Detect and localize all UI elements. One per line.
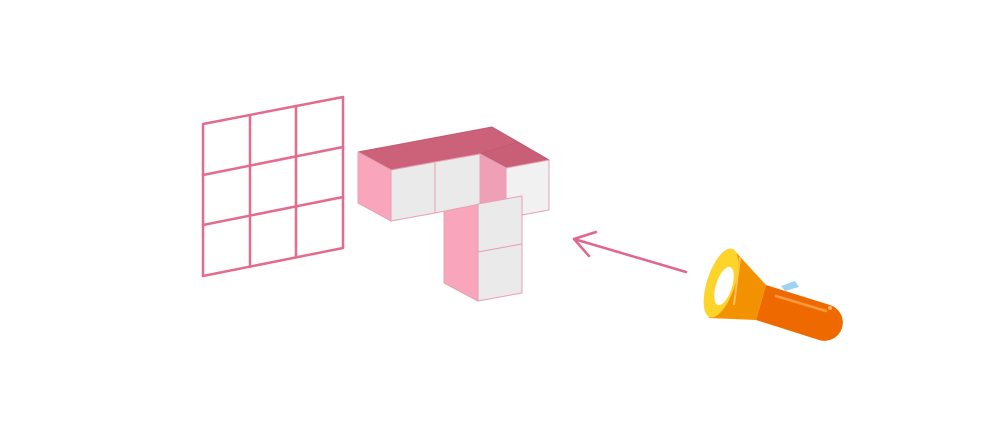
light-direction-arrow: [572, 230, 688, 274]
flashlight-highlight: [774, 294, 828, 313]
solid-left-face-stem: [443, 203, 479, 302]
projection-screen-grid: [201, 95, 345, 278]
flashlight-icon: [703, 248, 843, 341]
arrow-head: [572, 230, 598, 258]
screen-outline: [201, 95, 345, 278]
arrow-shaft: [572, 237, 688, 274]
screen-row-line: [201, 145, 345, 177]
flashlight-switch: [781, 281, 799, 291]
cube-front-face: [390, 161, 436, 222]
flashlight-lens: [714, 266, 734, 306]
cube-front-face: [434, 153, 481, 214]
cube-front-face: [477, 195, 523, 253]
flashlight-dot: [828, 306, 832, 310]
cube-front-face: [477, 243, 523, 302]
flashlight-body: [756, 285, 843, 341]
screen-row-line: [201, 195, 345, 227]
t-shaped-cube-solid: [357, 126, 550, 302]
flashlight-neck-highlight: [733, 257, 741, 305]
